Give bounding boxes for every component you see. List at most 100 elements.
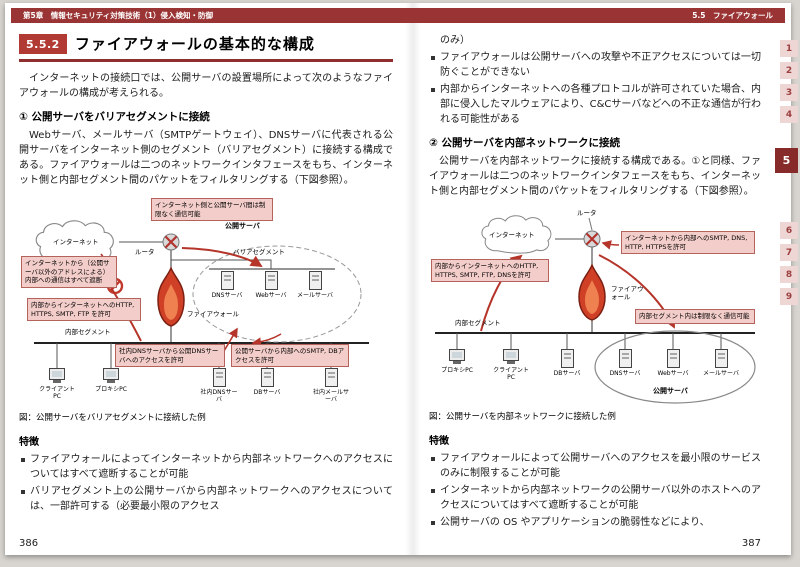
figure-barrier-segment: インターネット側と公開サーバ間は制限なく通信可能 インターネット ルータ 公開サ… — [19, 198, 393, 406]
node-label: 社内メールサーバ — [309, 389, 353, 403]
continued-text: のみ） — [440, 35, 470, 46]
firewall-label: ファイアウォール — [611, 285, 644, 301]
chapter-tab-6: 6 — [780, 222, 798, 239]
subsection-1-title: ① 公開サーバをバリアセグメントに接続 — [19, 111, 210, 123]
features-list: ファイアウォールによってインターネットから内部ネットワークへのアクセスについては… — [19, 452, 393, 514]
chapter-tab-1: 1 — [780, 40, 798, 57]
paper: 第5章 情報セキュリティ対策技術（1）侵入検知・防御 5.5 ファイアウォール … — [5, 3, 791, 555]
client-pc-node: クライアントPC — [489, 349, 533, 381]
running-header: 第5章 情報セキュリティ対策技術（1）侵入検知・防御 5.5 ファイアウォール — [11, 8, 785, 23]
node-label: プロキシPC — [94, 386, 128, 393]
node-label: DBサーバ — [552, 370, 582, 377]
callout-allow-outbound: 内部からインターネットへのHTTP, HTTPS, SMTP, FTP, DNS… — [431, 259, 549, 282]
features-heading: 特徴 — [429, 436, 449, 447]
section-title: ファイアウォールの基本的な構成 — [74, 35, 315, 53]
dns-server-node: DNSサーバ — [207, 271, 247, 299]
proxy-pc-node: プロキシPC — [435, 349, 479, 374]
mail-server-node: メールサーバ — [295, 271, 335, 299]
router-label: ルータ — [577, 209, 597, 217]
barrier-segment-label: バリアセグメント — [233, 248, 285, 256]
node-label: 社内DNSサーバ — [197, 389, 241, 403]
dns-server-node: DNSサーバ — [603, 349, 647, 377]
chapter-tab-4: 4 — [780, 106, 798, 123]
node-label: クライアントPC — [489, 367, 533, 381]
subsection-2-title: ② 公開サーバを内部ネットワークに接続 — [429, 137, 620, 149]
web-server-node: Webサーバ — [651, 349, 695, 377]
figure-1-caption: 図：公開サーバをバリアセグメントに接続した例 — [19, 413, 206, 423]
proxy-pc-node: プロキシPC — [89, 368, 133, 393]
router-icon — [583, 230, 601, 248]
features-heading: 特徴 — [19, 437, 39, 448]
diagram2-canvas — [435, 215, 756, 404]
firewall-flame-icon — [157, 265, 185, 327]
db-server-node: DBサーバ — [245, 368, 289, 396]
bullet-item: 内部からインターネットへの各種プロトコルが許可されていた場合、内部に侵入したマル… — [429, 82, 761, 127]
internal-segment-label: 内部セグメント — [455, 319, 501, 327]
node-label: プロキシPC — [440, 367, 474, 374]
chapter-tab-5-active: 5 — [775, 148, 798, 173]
callout-block-inbound: インターネットから（公開サーバ以外のアドレスによる）内部への通信はすべて遮断 — [21, 256, 117, 288]
internet-label: インターネット — [53, 238, 99, 246]
intro-paragraph: インターネットの接続口では、公開サーバの設置場所によって次のようなファイアウォー… — [19, 73, 393, 99]
page-number-left: 386 — [19, 538, 39, 549]
node-label: DNSサーバ — [608, 370, 642, 377]
internal-segment-label: 内部セグメント — [65, 328, 111, 336]
internet-cloud-icon — [481, 215, 552, 254]
callout-open-traffic: インターネット側と公開サーバ間は制限なく通信可能 — [151, 198, 273, 221]
callout-allow-inbound: インターネットから内部へのSMTP, DNS, HTTP, HTTPSを許可 — [621, 231, 755, 254]
client-pc-node: クライアントPC — [35, 368, 79, 400]
pc-icon — [49, 368, 65, 383]
node-label: メールサーバ — [296, 292, 334, 299]
chapter-tab-8: 8 — [780, 266, 798, 283]
node-label: Webサーバ — [254, 292, 288, 299]
callout-public-to-internal: 公開サーバから内部へのSMTP, DBアクセスを許可 — [231, 344, 349, 367]
pc-icon — [503, 349, 519, 364]
feature-item: バリアセグメント上の公開サーバから内部ネットワークへのアクセスについては、一部許… — [19, 484, 393, 514]
internal-dns-node: 社内DNSサーバ — [197, 368, 241, 403]
internal-mail-node: 社内メールサーバ — [309, 368, 353, 403]
figure-2-caption: 図：公開サーバを内部ネットワークに接続した例 — [429, 412, 616, 422]
server-icon — [260, 368, 274, 387]
internet-label: インターネット — [489, 231, 535, 239]
header-chapter: 第5章 情報セキュリティ対策技術（1）侵入検知・防御 — [23, 11, 213, 20]
router-icon — [162, 233, 180, 251]
callout-internal-open: 内部セグメント内は制限なく通信可能 — [635, 309, 755, 324]
server-icon — [324, 368, 338, 387]
server-icon — [714, 349, 728, 368]
right-page: のみ） ファイアウォールは公開サーバへの攻撃や不正アクセスについては一切防ぐこと… — [429, 33, 761, 532]
server-icon — [220, 271, 234, 290]
firewall-flame-icon — [578, 262, 606, 321]
feature-item: インターネットから内部ネットワークの公開サーバ以外のホストへのアクセスについては… — [429, 483, 761, 513]
public-server-label: 公開サーバ — [225, 222, 260, 230]
chapter-tab-7: 7 — [780, 244, 798, 261]
bullet-item: ファイアウォールは公開サーバへの攻撃や不正アクセスについては一切防ぐことができな… — [429, 50, 761, 80]
db-server-node: DBサーバ — [545, 349, 589, 377]
public-server-group-label: 公開サーバ — [653, 387, 688, 395]
router-label: ルータ — [135, 248, 155, 256]
features-list: ファイアウォールによって公開サーバへのアクセスを最小限のサービスのみに制限するこ… — [429, 451, 761, 530]
node-label: Webサーバ — [656, 370, 690, 377]
page-gutter — [405, 3, 421, 555]
chapter-tab-9: 9 — [780, 288, 798, 305]
chapter-tab-3: 3 — [780, 84, 798, 101]
pc-icon — [449, 349, 465, 364]
feature-item: ファイアウォールによってインターネットから内部ネットワークへのアクセスについては… — [19, 452, 393, 482]
web-server-node: Webサーバ — [251, 271, 291, 299]
pc-icon — [103, 368, 119, 383]
server-icon — [212, 368, 226, 387]
feature-item: ファイアウォールによって公開サーバへのアクセスを最小限のサービスのみに制限するこ… — [429, 451, 761, 481]
subsection-2-body: 公開サーバを内部ネットワークに接続する構成である。①と同様、ファイアウォールは二… — [429, 156, 761, 197]
feature-item: 公開サーバの OS やアプリケーションの脆弱性などにより、 — [429, 515, 761, 530]
node-label: DBサーバ — [252, 389, 282, 396]
subsection-1-body: Webサーバ、メールサーバ（SMTPゲートウェイ）、DNSサーバに代表される公開… — [19, 130, 393, 186]
server-icon — [618, 349, 632, 368]
section-heading: 5.5.2 ファイアウォールの基本的な構成 — [19, 33, 393, 62]
callout-dns-access: 社内DNSサーバから公開DNSサーバへのアクセスを許可 — [115, 344, 225, 367]
chapter-tab-bar: 1 2 3 4 5 6 7 8 9 — [774, 36, 798, 336]
server-icon — [264, 271, 278, 290]
callout-allow-outbound: 内部からインターネットへのHTTP, HTTPS, SMTP, FTP を許可 — [27, 298, 141, 321]
section-number-badge: 5.5.2 — [19, 34, 67, 54]
mail-server-node: メールサーバ — [699, 349, 743, 377]
figure-internal-network: インターネット ルータ インターネットから内部へのSMTP, DNS, HTTP… — [429, 209, 761, 405]
